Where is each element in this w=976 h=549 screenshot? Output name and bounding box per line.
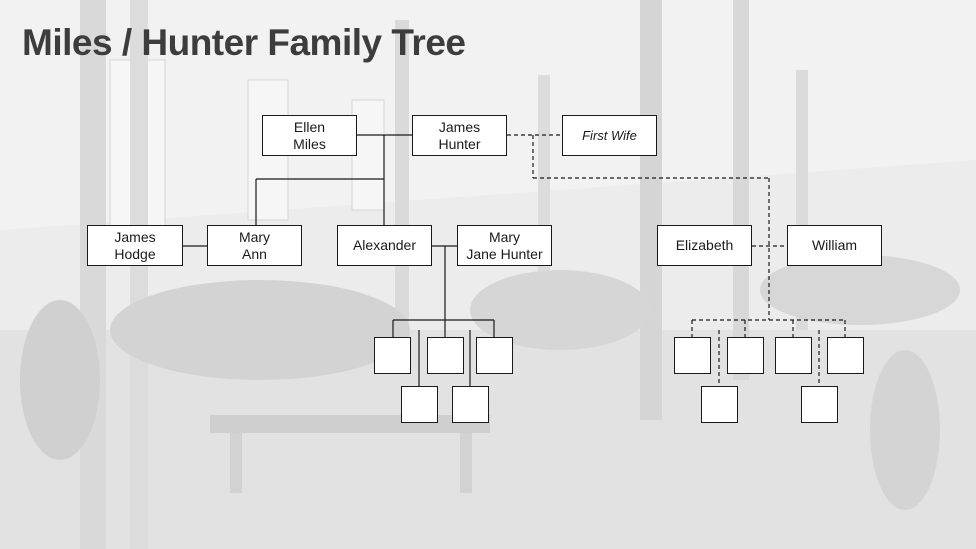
grandchild-box	[476, 337, 513, 374]
grandchild-box	[701, 386, 738, 423]
grandchild-box	[801, 386, 838, 423]
grandchild-box	[452, 386, 489, 423]
first-name: James	[114, 228, 156, 245]
person-label: First Wife	[582, 128, 637, 143]
person-label: William	[811, 237, 858, 253]
first-name: Mary	[238, 228, 271, 245]
person-alexander: Alexander	[337, 225, 432, 266]
person-william: William	[787, 225, 882, 266]
first-name: Ellen	[293, 118, 326, 135]
grandchild-box	[727, 337, 764, 374]
grandchild-box	[427, 337, 464, 374]
person-label: Elizabeth	[675, 237, 734, 253]
first-name: James	[438, 118, 481, 135]
first-name: Mary	[488, 228, 521, 245]
page-title: Miles / Hunter Family Tree	[22, 22, 466, 63]
grandchild-box	[827, 337, 864, 374]
last-name: Jane Hunter	[466, 245, 543, 262]
grandchild-box	[775, 337, 812, 374]
person-label: Alexander	[352, 237, 417, 253]
last-name: Hodge	[114, 245, 156, 262]
grandchild-box	[401, 386, 438, 423]
last-name: Hunter	[438, 135, 481, 152]
grandchild-box	[674, 337, 711, 374]
person-first-wife: First Wife	[562, 115, 657, 156]
person-elizabeth: Elizabeth	[657, 225, 752, 266]
last-name: Ann	[242, 245, 267, 262]
grandchild-box	[374, 337, 411, 374]
last-name: Miles	[293, 135, 326, 152]
